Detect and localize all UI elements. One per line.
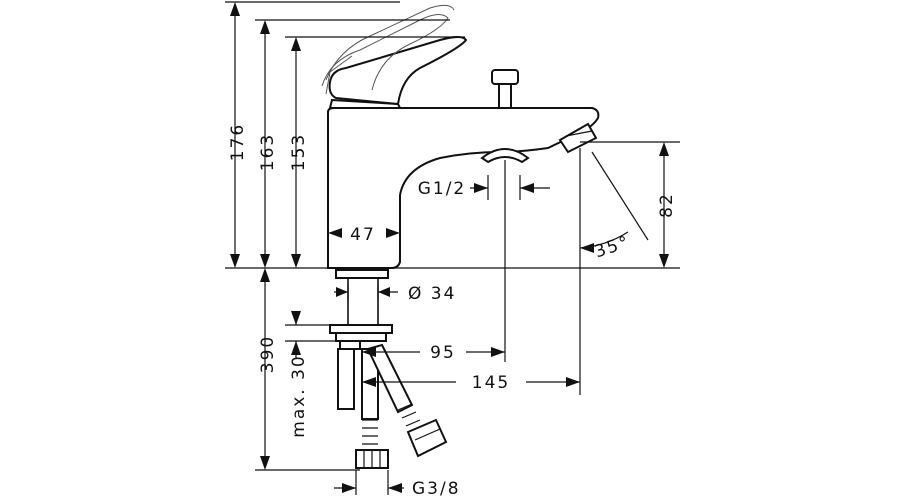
dimension-lines xyxy=(230,2,669,493)
dim-95: 95 xyxy=(430,343,456,363)
dim-145: 145 xyxy=(472,373,510,393)
dim-153: 153 xyxy=(289,133,309,171)
lever-swing-ghost xyxy=(321,4,455,95)
reference-lines xyxy=(225,1,680,495)
dim-176: 176 xyxy=(228,123,248,161)
flexible-hoses xyxy=(337,343,448,469)
dim-max-30: max. 30 xyxy=(289,354,309,437)
dim-390: 390 xyxy=(258,335,278,373)
dim-47: 47 xyxy=(350,225,376,245)
dim-g12: G1/2 xyxy=(418,179,467,199)
mounting-stud xyxy=(329,269,393,350)
faucet-body xyxy=(327,36,600,269)
dim-35-degree: 35° xyxy=(592,232,633,262)
dim-g38: G3/8 xyxy=(412,479,461,499)
dim-82: 82 xyxy=(657,192,677,218)
dim-diameter-34: Ø 34 xyxy=(408,284,456,304)
dim-163: 163 xyxy=(258,133,278,171)
